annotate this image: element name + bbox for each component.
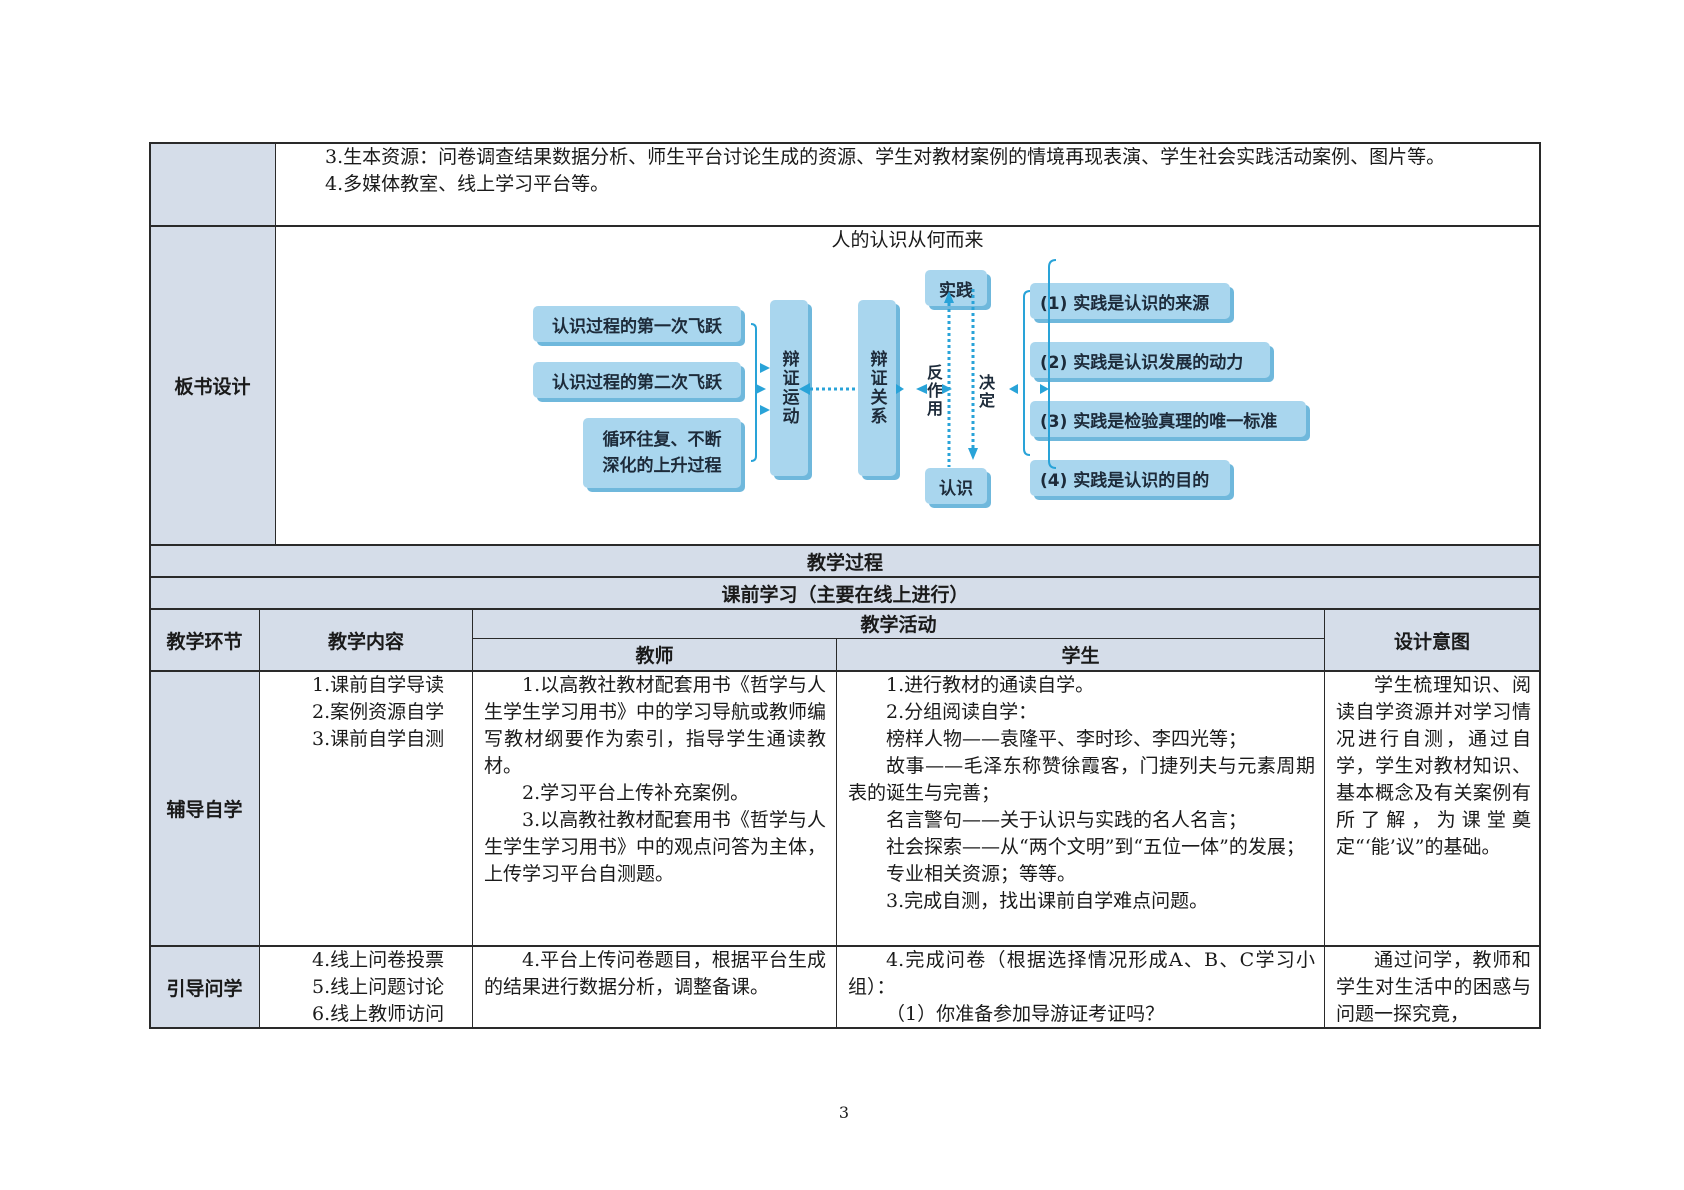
diagram-connectors [750, 259, 1057, 469]
teacher-item: 1.以高教社教材配套用书《哲学与人生学生学习用书》中的学习导航或教师编写教材纲要… [484, 674, 827, 777]
content-item: 4.线上问卷投票 [312, 949, 445, 971]
intent-1: 学生梳理知识、阅读自学资源并对学习情况进行自测，通过自学，学生对教材知识、基本概… [1336, 672, 1531, 861]
reaction-label: 反作用 [924, 364, 943, 418]
stage-band-1 [150, 671, 259, 946]
content-list-2: 4.线上问卷投票 5.线上问题讨论 6.线上教师访问 [312, 947, 467, 1028]
stage-band-2 [150, 946, 259, 1028]
student-item: 4.完成问卷（根据选择情况形成A、B、C学习小组）： [848, 949, 1315, 998]
diagram-box-second-leap: 认识过程的第二次飞跃 [533, 362, 741, 398]
header-teacher: 教师 [635, 645, 674, 667]
diagram-box-cycle: 循环往复、不断深化的上升过程 [583, 418, 741, 488]
student-item: 榜样人物——袁隆平、李时珍、李四光等； [886, 728, 1248, 750]
column-header-band [150, 609, 1540, 671]
intent-text: 学生梳理知识、阅读自学资源并对学习情况进行自测，通过自学，学生对教材知识、基本概… [1336, 674, 1531, 858]
student-item: 故事——毛泽东称赞徐霞客，门捷列夫与元素周期表的诞生与完善； [848, 755, 1315, 804]
diagram-box-practice-source: (1) 实践是认识的来源 [1030, 283, 1230, 319]
student-item: 名言警句——关于认识与实践的名人名言； [886, 809, 1248, 831]
content-item: 3.课前自学自测 [312, 728, 445, 750]
teacher-item: 4.平台上传问卷题目，根据平台生成的结果进行数据分析，调整备课。 [484, 949, 826, 998]
header-activity: 教学活动 [860, 614, 937, 636]
content-item: 6.线上教师访问 [312, 1003, 445, 1025]
process-title: 教学过程 [806, 551, 883, 574]
teacher-activity-1: 1.以高教社教材配套用书《哲学与人生学生学习用书》中的学习导航或教师编写教材纲要… [484, 672, 826, 888]
intent-text: 通过问学，教师和学生对生活中的困惑与问题一探究竟， [1336, 949, 1531, 1025]
teacher-item: 2.学习平台上传补充案例。 [522, 782, 750, 804]
stage-guided-inquiry: 引导问学 [166, 977, 243, 1000]
teacher-item: 3.以高教社教材配套用书《哲学与人生学生学习用书》中的观点问答为主体，上传学习平… [484, 809, 827, 885]
diagram-box-relation: 辩证关系 [858, 300, 896, 476]
content-item: 2.案例资源自学 [312, 701, 445, 723]
page-number: 3 [838, 1103, 850, 1122]
teacher-activity-2: 4.平台上传问卷题目，根据平台生成的结果进行数据分析，调整备课。 [484, 947, 826, 1001]
board-label: 板书设计 [174, 375, 251, 398]
diagram-box-practice-driver: (2) 实践是认识发展的动力 [1030, 342, 1270, 378]
student-item: （1）你准备参加导游证考证吗？ [886, 1003, 1165, 1025]
process-title-band [150, 545, 1540, 577]
diagram-box-first-leap: 认识过程的第一次飞跃 [533, 306, 741, 342]
header-content: 教学内容 [327, 630, 404, 653]
content-list-1: 1.课前自学导读 2.案例资源自学 3.课前自学自测 [312, 672, 467, 753]
student-item: 3.完成自测，找出课前自学难点问题。 [886, 890, 1209, 912]
label-column-band [150, 143, 276, 545]
content-item: 1.课前自学导读 [312, 674, 445, 696]
header-student: 学生 [1061, 645, 1100, 667]
stage-tutoring: 辅导自学 [166, 799, 243, 821]
pre-learning-title: 课前学习（主要在线上进行） [721, 583, 969, 606]
student-activity-1: 1.进行教材的通读自学。 2.分组阅读自学： 榜样人物——袁隆平、李时珍、李四光… [848, 672, 1315, 915]
diagram-box-practice: 实践 [925, 270, 987, 306]
resources-text: 3.生本资源：问卷调查结果数据分析、师生平台讨论生成的资源、学生对教材案例的情境… [287, 144, 1530, 198]
header-stage: 教学环节 [166, 630, 243, 653]
board-title: 人的认识从何而来 [831, 229, 984, 251]
diagram-box-practice-truth: (3) 实践是检验真理的唯一标准 [1030, 401, 1306, 437]
student-item: 专业相关资源；等等。 [886, 863, 1077, 885]
diagram-box-cognition: 认识 [925, 468, 987, 504]
resources-line-3: 3.生本资源：问卷调查结果数据分析、师生平台讨论生成的资源、学生对教材案例的情境… [325, 146, 1446, 168]
student-item: 1.进行教材的通读自学。 [886, 674, 1095, 696]
content-item: 5.线上问题讨论 [312, 976, 445, 998]
diagram-box-practice-goal: (4) 实践是认识的目的 [1030, 460, 1230, 496]
resources-line-4: 4.多媒体教室、线上学习平台等。 [325, 173, 610, 195]
student-activity-2: 4.完成问卷（根据选择情况形成A、B、C学习小组）： （1）你准备参加导游证考证… [848, 947, 1315, 1028]
pre-title-band [150, 577, 1540, 609]
student-item: 2.分组阅读自学： [886, 701, 1038, 723]
header-intent: 设计意图 [1393, 630, 1470, 653]
intent-2: 通过问学，教师和学生对生活中的困惑与问题一探究竟， [1336, 947, 1531, 1028]
decide-label: 决定 [976, 374, 995, 410]
student-item: 社会探索——从“两个文明”到“五位一体”的发展； [886, 836, 1305, 858]
